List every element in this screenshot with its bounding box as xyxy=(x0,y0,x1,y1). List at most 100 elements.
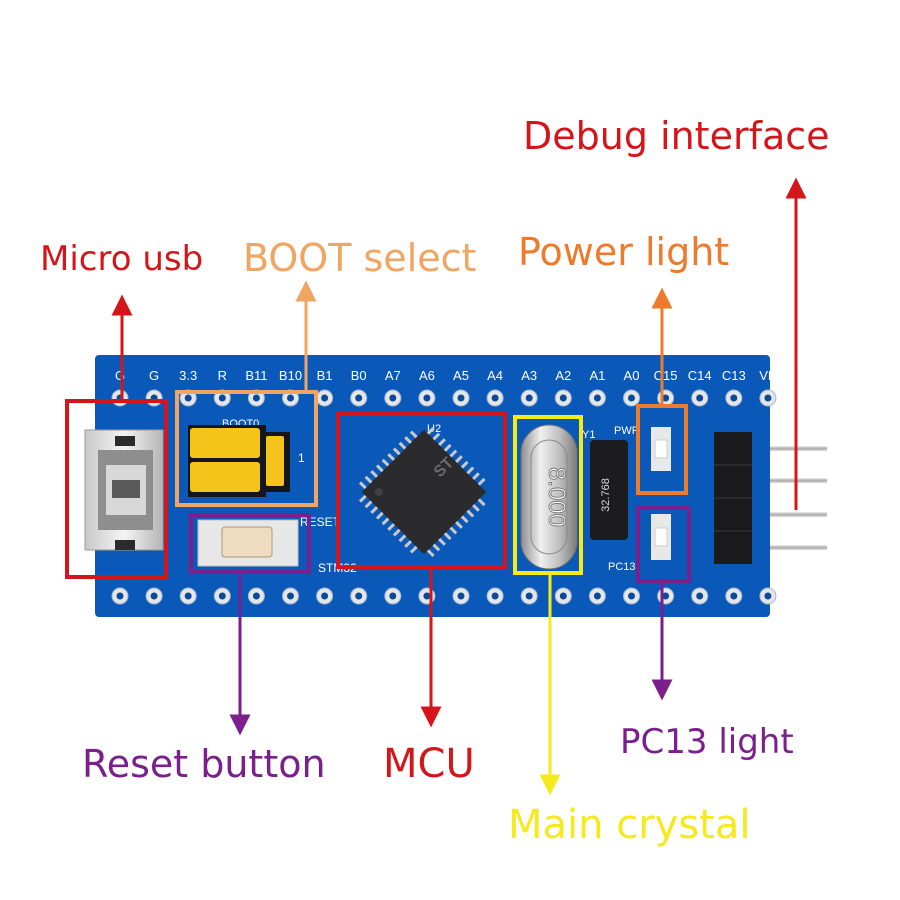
pin-label: A15 xyxy=(415,621,438,636)
usb-highlight-box xyxy=(65,399,168,579)
pin-hole xyxy=(457,394,465,402)
pin-label: C15 xyxy=(654,368,678,383)
pin-hole xyxy=(184,394,192,402)
pin-hole xyxy=(355,592,363,600)
pin-label: B13 xyxy=(143,621,166,636)
pc13-light-label: PC13 light xyxy=(620,722,794,762)
pin-label: B10 xyxy=(279,368,302,383)
boot-jumpers: BOOT0 1 xyxy=(188,418,305,497)
y1-silk: Y1 xyxy=(582,429,595,441)
pin-hole xyxy=(423,394,431,402)
pin-label: B6 xyxy=(555,621,571,636)
pin-label: B5 xyxy=(521,621,537,636)
pin-label: A4 xyxy=(487,368,503,383)
pin-hole xyxy=(525,592,533,600)
pc13-silk: PC13 xyxy=(608,561,636,573)
pin-label: G xyxy=(115,368,125,383)
pin-hole xyxy=(457,592,465,600)
pin-hole xyxy=(628,592,635,600)
pin-hole xyxy=(389,394,397,402)
boot-highlight-box xyxy=(175,390,318,507)
reset-highlight-box xyxy=(189,513,311,574)
pin-hole xyxy=(184,592,192,600)
pin-label: A0 xyxy=(624,368,640,383)
pwr-silk: PWR xyxy=(614,425,640,437)
pin-hole xyxy=(218,394,226,402)
pin-label: B8 xyxy=(624,621,640,636)
pin-hole xyxy=(696,394,704,402)
rtc-crystal: 32.768 xyxy=(590,440,628,540)
pin-hole xyxy=(491,592,499,600)
pin-label: B7 xyxy=(589,621,605,636)
pin-hole xyxy=(559,592,567,600)
pin-hole xyxy=(628,394,635,402)
pin-label: R xyxy=(218,368,227,383)
pin-hole xyxy=(525,394,533,402)
pin-hole xyxy=(662,592,670,600)
pin-label: 3.3 xyxy=(179,368,197,383)
pin-hole xyxy=(730,592,738,600)
pin-label: B3 xyxy=(453,621,469,636)
pin-label: B0 xyxy=(351,368,367,383)
pin-label: G xyxy=(729,621,739,636)
pc13-led: PC13 xyxy=(608,514,671,573)
reset-silk-label: RESET xyxy=(300,515,341,529)
pin-hole xyxy=(321,592,329,600)
main-crystal-label: Main crystal xyxy=(508,802,750,848)
pin-label: A6 xyxy=(419,368,435,383)
pin-hole xyxy=(593,592,601,600)
pin-hole xyxy=(355,394,363,402)
pin-label: C13 xyxy=(722,368,746,383)
pin-hole xyxy=(696,592,704,600)
pin-hole xyxy=(287,394,294,402)
reset-button-label: Reset button xyxy=(82,742,326,786)
micro-usb-connector xyxy=(84,429,164,551)
pin-hole xyxy=(491,394,499,402)
pc13-light-highlight-box xyxy=(636,506,691,583)
debug-header-pins xyxy=(745,446,827,550)
pin-hole xyxy=(116,592,124,600)
pin-label: B15 xyxy=(211,621,234,636)
pin-label: C14 xyxy=(688,368,712,383)
pin-label: B1 xyxy=(317,368,333,383)
pin-hole xyxy=(423,592,431,600)
pin-label: B11 xyxy=(245,368,267,383)
pin-label: B9 xyxy=(658,621,674,636)
power-led: PWR xyxy=(614,425,671,471)
pin-hole xyxy=(662,394,670,402)
rtc-crystal-label: 32.768 xyxy=(600,478,612,512)
boot-silk-one: 1 xyxy=(298,451,305,465)
pin-label: A8 xyxy=(248,621,264,636)
pin-hole xyxy=(389,592,397,600)
reset-button: RESET STM32 xyxy=(197,515,357,575)
pin-label: A12 xyxy=(381,621,404,636)
pin-label: A9 xyxy=(283,621,299,636)
power-light-highlight-box xyxy=(636,404,688,495)
pin-label: 5V xyxy=(692,621,708,636)
pin-label: A10 xyxy=(313,621,336,636)
pin-label: A5 xyxy=(453,368,469,383)
pin-hole xyxy=(764,394,772,402)
pin-label: VB xyxy=(759,368,776,383)
debug-interface-label: Debug interface xyxy=(523,114,830,158)
crystal-value-label: 8.000 xyxy=(543,467,570,527)
pin-hole xyxy=(764,592,772,600)
pin-label: A1 xyxy=(589,368,605,383)
pin-label: B4 xyxy=(487,621,503,636)
pin-hole xyxy=(321,394,329,402)
main-crystal: Y1 8.000 xyxy=(520,424,595,570)
crystal-highlight-box xyxy=(513,415,583,575)
pin-label: B14 xyxy=(177,621,200,636)
mcu-label: MCU xyxy=(383,741,475,787)
pin-label: A7 xyxy=(385,368,401,383)
pin-label: G xyxy=(149,368,159,383)
pin-hole xyxy=(287,592,294,600)
micro-usb-label: Micro usb xyxy=(40,239,203,279)
pin-label: B12 xyxy=(108,621,131,636)
pin-label: A2 xyxy=(555,368,571,383)
mcu-chip: U2 ST xyxy=(358,423,487,558)
pin-hole xyxy=(559,394,567,402)
pin-hole xyxy=(593,394,601,402)
